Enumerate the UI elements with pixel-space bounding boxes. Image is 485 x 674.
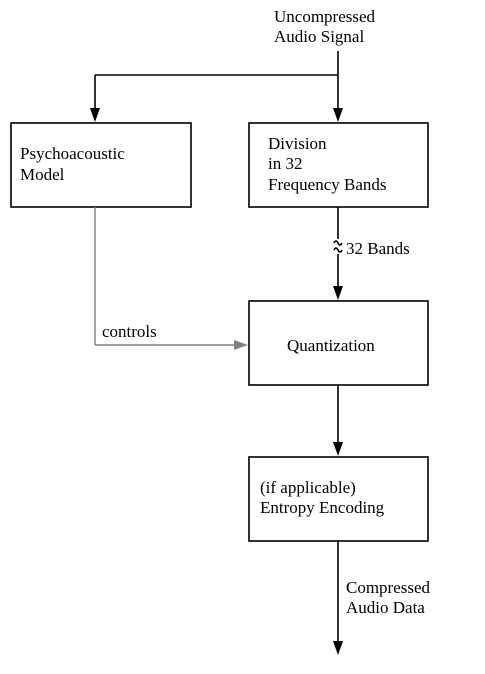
arrowhead-controls (234, 340, 248, 350)
psychoacoustic-label-line-1: Psychoacoustic (20, 144, 125, 163)
psychoacoustic-label-line-2: Model (20, 165, 65, 184)
bands-break-mark-top (333, 240, 343, 246)
division-label-line-1: Division (268, 134, 327, 153)
arrowhead-to-entropy (333, 442, 343, 456)
arrowhead-to-division (333, 108, 343, 122)
bands-break-mark-bottom (333, 247, 343, 253)
division-box (248, 122, 429, 208)
arrowhead-to-psycho (90, 108, 100, 122)
entropy-label-line-2: Entropy Encoding (260, 498, 385, 517)
input-label-line-1: Uncompressed (274, 7, 376, 26)
psychoacoustic-model-box (10, 122, 192, 208)
input-label-line-2: Audio Signal (274, 27, 364, 46)
arrowhead-output (333, 641, 343, 655)
controls-label: controls (102, 322, 157, 341)
quantization-label: Quantization (287, 336, 375, 355)
entropy-label-line-1: (if applicable) (260, 478, 356, 497)
bands-label: 32 Bands (346, 239, 410, 258)
division-label-line-2: in 32 (268, 154, 302, 173)
arrowhead-to-quantization (333, 286, 343, 300)
output-label-line-1: Compressed (346, 578, 431, 597)
quantization-box (248, 300, 429, 386)
division-label-line-3: Frequency Bands (268, 175, 387, 194)
entropy-encoding-box (248, 456, 429, 542)
output-label-line-2: Audio Data (346, 598, 425, 617)
